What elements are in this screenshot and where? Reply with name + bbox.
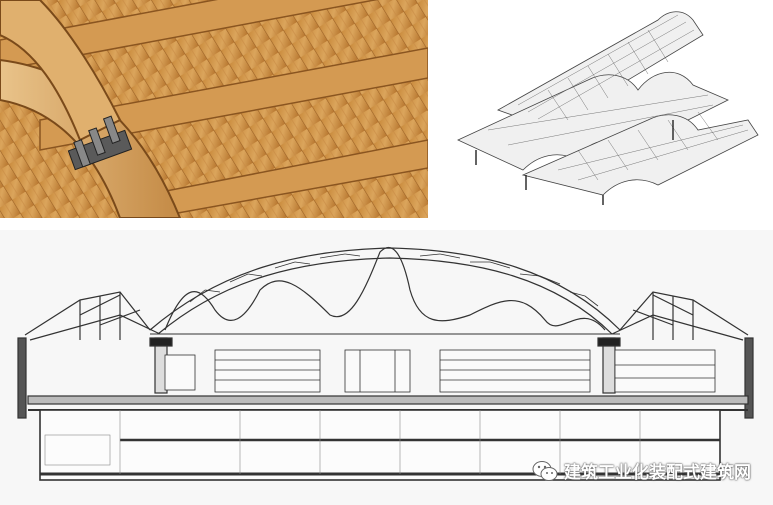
timber-roof-image [0, 0, 428, 218]
section-drawing [17, 246, 754, 481]
building-cross-section: 建筑工业化装配式建筑网 [0, 230, 773, 505]
watermark: 建筑工业化装配式建筑网 [532, 458, 751, 483]
watermark-text: 建筑工业化装配式建筑网 [564, 463, 751, 483]
timber-roof-photo [0, 0, 428, 218]
wechat-icon [532, 460, 558, 481]
wireframe-drawing [457, 11, 759, 205]
roof-wireframe-model [428, 0, 773, 218]
